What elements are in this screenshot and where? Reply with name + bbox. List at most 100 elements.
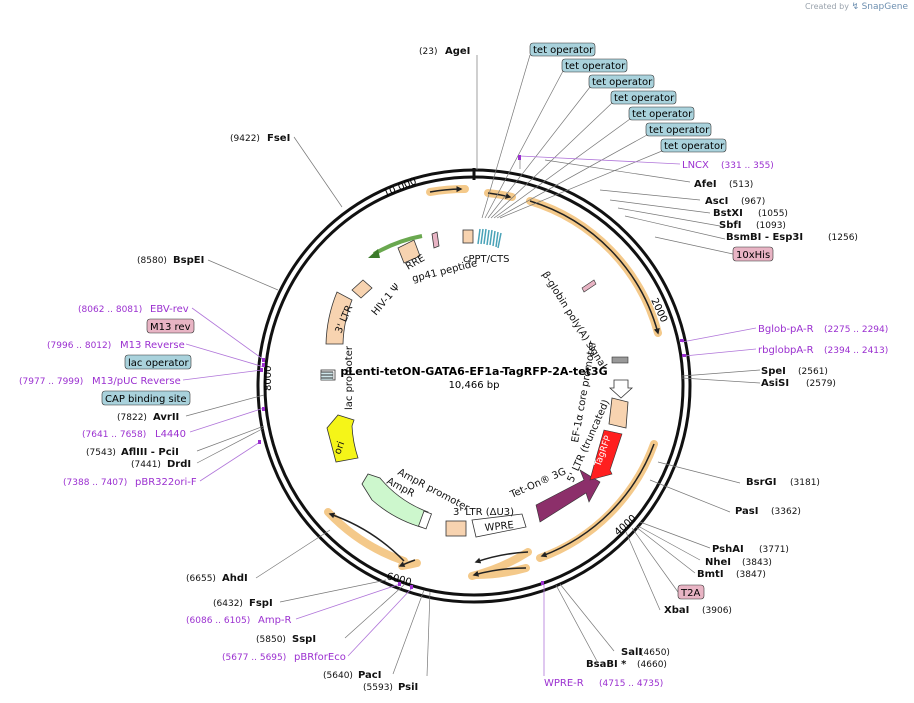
tick-10000: 10,000	[382, 176, 419, 200]
site-pos-bmti: (3847)	[736, 570, 766, 580]
tet-operator-5: tet operator	[632, 109, 693, 120]
primer-name-amp-r: Amp-R	[258, 615, 292, 626]
bglobin-shape	[611, 356, 629, 364]
green-arrow-head	[368, 249, 380, 258]
primer-range-amp-r: (6086 .. 6105)	[186, 616, 250, 626]
site-name-bsabi: BsaBI *	[586, 659, 627, 670]
primer-name-ebv-rev: EBV-rev	[150, 304, 189, 315]
site-name-bsrgi: BsrGI	[746, 477, 776, 488]
ef1a-promoter-shape	[608, 379, 634, 399]
site-pos-bsrgi: (3181)	[790, 478, 820, 488]
site-name-bstxi: BstXI	[713, 208, 743, 219]
outer-arcs	[328, 186, 660, 577]
site-name-nhei: NheI	[705, 557, 731, 568]
m13-rev-label: M13 rev	[150, 322, 191, 333]
site-pos-afei: (513)	[729, 180, 753, 190]
connector-lines	[185, 54, 761, 677]
site-pos-ahdi: (6655)	[186, 574, 216, 584]
site-name-psii: PsiI	[398, 682, 418, 693]
primer-range-lncx: (331 .. 355)	[721, 161, 774, 171]
site-pos-sspi: (5850)	[256, 635, 286, 645]
site-pos-sbfi: (1093)	[756, 221, 786, 231]
tick-8000: 8000	[263, 366, 274, 391]
tet-operator-3: tet operator	[592, 77, 653, 88]
primer-name-bglob: Bglob-pA-R	[758, 324, 814, 335]
site-name-sbfi: SbfI	[719, 220, 741, 231]
site-pos-asci: (967)	[741, 197, 765, 207]
ori-shape	[326, 414, 359, 463]
site-pos-fsei: (9422)	[230, 134, 260, 144]
primer-name-m13-reverse: M13 Reverse	[120, 340, 185, 351]
primer-name-pbr322ori: pBR322ori-F	[135, 477, 197, 488]
lac-operator-label: lac operator	[128, 358, 189, 369]
site-pos-paci: (5640)	[323, 671, 353, 681]
site-name-xbai: XbaI	[664, 605, 689, 616]
site-pos-asisi: (2579)	[806, 379, 836, 389]
tet-operator-4: tet operator	[614, 93, 675, 104]
feature-label-lac-promoter: lac promoter	[344, 345, 355, 410]
primer-range-m13-puc: (7977 .. 7999)	[19, 377, 83, 387]
primer-name-pbrforeco: pBRforEco	[294, 652, 346, 663]
boxed-labels: tet operator tet operator tet operator t…	[101, 42, 774, 600]
feature-label-ori: ori	[332, 440, 347, 456]
site-pos-psii: (5593)	[363, 683, 393, 693]
snapgene-credit: Created by ↯ SnapGene	[804, 2, 908, 12]
site-name-pshai: PshAI	[712, 544, 744, 555]
site-pos-fspi: (6432)	[213, 599, 243, 609]
tick-4000: 4000	[613, 513, 639, 538]
feature-label-3ltr-du3: 3' LTR (ΔU3)	[453, 507, 514, 518]
site-pos-nhei: (3843)	[742, 558, 772, 568]
primer-range-pbrforeco: (5677 .. 5695)	[222, 653, 286, 663]
primer-name-m13-puc: M13/pUC Reverse	[92, 376, 181, 387]
rre-shape	[397, 239, 421, 264]
plasmid-name: pLenti-tetON-GATA6-EF1a-TagRFP-2A-tet3G	[340, 365, 607, 378]
site-pos-bspei: (8580)	[137, 256, 167, 266]
site-name-bsmbi: BsmBI - Esp3I	[726, 232, 803, 243]
primer-range-rbglob: (2394 .. 2413)	[824, 346, 888, 356]
t2a-label: T2A	[680, 588, 700, 599]
primer-range-l4440: (7641 .. 7658)	[82, 430, 146, 440]
site-name-afliii: AflIII - PciI	[121, 447, 179, 458]
left-stripes	[321, 371, 333, 379]
site-name-bmti: BmtI	[697, 569, 724, 580]
features	[320, 228, 634, 538]
primer-marks	[258, 155, 686, 589]
tet-operator-1: tet operator	[533, 45, 594, 56]
ampr-promoter-shape	[417, 510, 433, 530]
restriction-site-labels: (23) AgeI AfeI (513) AscI (967) BstXI (1…	[86, 46, 858, 693]
site-pos-agei: (23)	[419, 47, 437, 57]
small-feature-shape	[581, 279, 597, 293]
site-pos-pshai: (3771)	[759, 545, 789, 555]
site-name-asci: AscI	[705, 196, 728, 207]
site-name-pasi: PasI	[735, 506, 758, 517]
feature-label-bglobin: β-globin poly(A) signal	[539, 270, 608, 371]
site-name-fspi: FspI	[249, 598, 273, 609]
primer-name-wpre-r: WPRE-R	[544, 678, 584, 689]
primer-name-lncx: LNCX	[682, 160, 709, 171]
ampr-shape	[361, 473, 429, 529]
site-pos-sali: (4650)	[640, 648, 670, 658]
site-pos-avrii: (7822)	[117, 413, 147, 423]
site-name-sspi: SspI	[292, 634, 316, 645]
wpre-shape	[471, 513, 527, 538]
site-pos-drdi: (7441)	[131, 460, 161, 470]
site-pos-bsmbi: (1256)	[828, 233, 858, 243]
site-pos-bstxi: (1055)	[758, 209, 788, 219]
tagrfp-shape	[589, 429, 623, 481]
primer-range-pbr322ori: (7388 .. 7407)	[63, 478, 127, 488]
tet-operator-6: tet operator	[649, 125, 710, 136]
feature-label-psi: HIV-1 Ψ	[370, 282, 403, 318]
five-ltr-shape	[608, 397, 629, 429]
site-name-afei: AfeI	[694, 179, 717, 190]
primer-name-rbglob: rbglobpA-R	[758, 345, 814, 356]
primer-labels: LNCX (331 .. 355) Bglob-pA-R (2275 .. 22…	[19, 160, 888, 689]
his-tag-label: 10xHis	[736, 250, 770, 261]
site-name-agei: AgeI	[445, 46, 470, 57]
primer-range-wpre-r: (4715 .. 4735)	[599, 679, 663, 689]
cppt-box	[462, 229, 474, 244]
site-name-bspei: BspEI	[173, 255, 204, 266]
site-name-drdi: DrdI	[167, 459, 191, 470]
primer-range-m13-reverse: (7996 .. 8012)	[47, 341, 111, 351]
site-name-spei: SpeI	[761, 366, 786, 377]
